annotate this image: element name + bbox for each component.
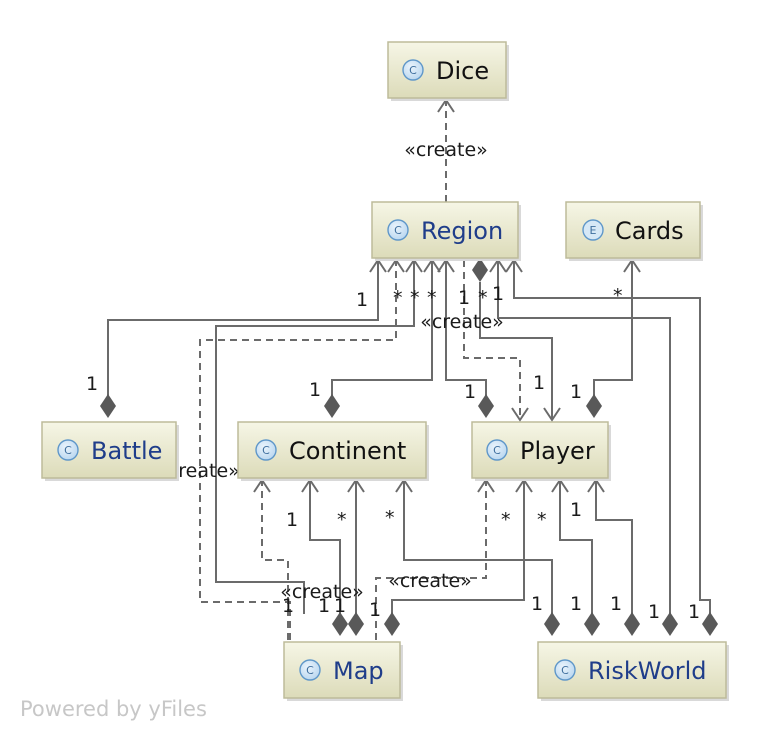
multiplicity-label: 1 xyxy=(688,601,700,623)
multiplicity-label: 1 xyxy=(282,595,294,617)
edge-map-continent-b xyxy=(347,478,365,636)
create-stereotype-label: «create» xyxy=(404,139,488,161)
class-kind-letter: C xyxy=(561,664,569,677)
composition-diamond xyxy=(384,612,400,636)
class-badge-icon: C xyxy=(299,659,321,681)
class-kind-letter: C xyxy=(409,64,417,77)
composition-diamond xyxy=(348,612,364,636)
class-kind-letter: C xyxy=(394,224,402,237)
multiplicity-label: * xyxy=(537,509,547,531)
edge-region-player xyxy=(472,258,561,422)
class-kind-letter: E xyxy=(590,224,597,237)
composition-diamond xyxy=(478,394,494,418)
class-node-map[interactable]: C Map xyxy=(283,641,403,701)
multiplicity-label: * xyxy=(501,509,511,531)
multiplicity-label: 1 xyxy=(492,283,504,305)
multiplicity-label: 1 xyxy=(464,381,476,403)
multiplicity-label: * xyxy=(410,287,420,309)
class-badge-icon: C xyxy=(387,219,409,241)
composition-diamond xyxy=(702,612,718,636)
composition-diamond xyxy=(472,258,488,282)
multiplicity-label: 1 xyxy=(334,595,346,617)
class-name: RiskWorld xyxy=(588,657,707,685)
multiplicity-label: * xyxy=(337,509,347,531)
edge-battle-region xyxy=(100,258,387,418)
composition-diamond xyxy=(544,612,560,636)
edge-player-cards xyxy=(586,258,641,418)
multiplicity-label: 1 xyxy=(570,499,582,521)
composition-diamond xyxy=(662,612,678,636)
multiplicity-label: * xyxy=(478,287,488,309)
composition-diamond xyxy=(100,394,116,418)
class-node-riskworld[interactable]: C RiskWorld xyxy=(537,641,729,701)
edge-map-player xyxy=(384,478,533,636)
class-kind-letter: C xyxy=(64,444,72,457)
class-name: Region xyxy=(421,217,503,245)
composition-diamond xyxy=(586,394,602,418)
multiplicity-label: 1 xyxy=(356,289,368,311)
create-stereotype-label: «create» xyxy=(280,581,364,603)
multiplicity-label: * xyxy=(427,287,437,309)
multiplicity-label: 1 xyxy=(531,593,543,615)
multiplicity-label: 1 xyxy=(610,593,622,615)
class-name: Continent xyxy=(289,437,406,465)
multiplicity-label: 1 xyxy=(533,372,545,394)
composition-diamond xyxy=(624,612,640,636)
class-badge-icon: C xyxy=(255,439,277,461)
class-kind-letter: C xyxy=(262,444,270,457)
multiplicity-label: * xyxy=(613,285,623,307)
multiplicity-label: * xyxy=(393,287,403,309)
class-node-region[interactable]: C Region xyxy=(371,201,521,261)
multiplicity-label: 1 xyxy=(286,509,298,531)
multiplicity-label: 1 xyxy=(648,601,660,623)
class-badge-icon: C xyxy=(402,59,424,81)
edge-riskworld-region-a xyxy=(489,258,678,636)
multiplicity-label: 1 xyxy=(309,379,321,401)
class-name: Player xyxy=(520,437,595,465)
stereotype-labels: «create» «create» «create» «create» «cre… xyxy=(156,139,504,603)
enum-badge-icon: E xyxy=(582,219,604,241)
class-node-dice[interactable]: C Dice xyxy=(387,41,509,101)
multiplicity-label: 1 xyxy=(369,599,381,621)
multiplicity-label: 1 xyxy=(86,373,98,395)
create-stereotype-label: «create» xyxy=(388,570,472,592)
class-kind-letter: C xyxy=(493,444,501,457)
class-name: Battle xyxy=(91,437,162,465)
edge-riskworld-continent xyxy=(395,478,560,636)
multiplicity-label: 1 xyxy=(318,595,330,617)
multiplicity-label: 1 xyxy=(570,381,582,403)
class-node-cards[interactable]: E Cards xyxy=(565,201,703,261)
edge-region-creates-player xyxy=(463,260,529,422)
powered-by-watermark: Powered by yFiles xyxy=(20,697,207,721)
class-name: Cards xyxy=(615,217,684,245)
class-name: Dice xyxy=(436,57,489,85)
class-node-player[interactable]: C Player xyxy=(471,421,611,481)
class-badge-icon: C xyxy=(57,439,79,461)
multiplicity-label: 1 xyxy=(570,593,582,615)
edge-riskworld-player-a xyxy=(551,478,600,636)
multiplicity-label: * xyxy=(385,507,395,529)
class-kind-letter: C xyxy=(306,664,314,677)
create-stereotype-label: «create» xyxy=(420,311,504,333)
composition-diamond xyxy=(584,612,600,636)
class-badge-icon: C xyxy=(486,439,508,461)
class-node-continent[interactable]: C Continent xyxy=(237,421,429,481)
edge-continent-region xyxy=(324,258,441,418)
class-node-battle[interactable]: C Battle xyxy=(41,421,179,481)
composition-diamond xyxy=(332,612,348,636)
class-name: Map xyxy=(333,657,384,685)
edge-player-region xyxy=(437,258,494,418)
multiplicity-label: 1 xyxy=(458,287,470,309)
multiplicity-labels: 1 1 * * * 1 * 1 * 1 1 1 1 1 * * * * 1 1 … xyxy=(86,283,700,623)
composition-diamond xyxy=(324,394,340,418)
class-badge-icon: C xyxy=(554,659,576,681)
